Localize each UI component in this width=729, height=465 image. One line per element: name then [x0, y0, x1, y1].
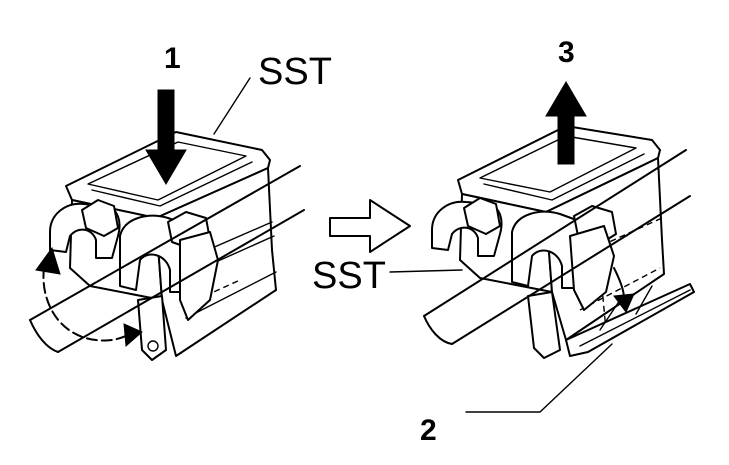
step-2-label: 2: [420, 414, 437, 447]
right-assembly-illustration: [423, 81, 695, 359]
lift-up-arrow: [545, 81, 587, 165]
step2-leader: [465, 343, 613, 413]
left-rotation-arrow: [35, 246, 143, 348]
left-shaft: [29, 165, 305, 353]
step-3-label: 3: [558, 36, 575, 69]
step-1-label: 1: [164, 42, 181, 75]
right-bearing-caps: [431, 197, 617, 359]
sst-middle-label: SST: [312, 255, 386, 297]
lever-push-arrow: [613, 267, 635, 313]
sst-middle-leader: [389, 269, 463, 273]
sst-top-leader: [213, 77, 251, 135]
left-bearing-caps: [49, 199, 219, 361]
left-assembly-illustration: [29, 89, 305, 361]
right-shaft: [423, 149, 691, 345]
release-lever: [565, 283, 695, 357]
press-down-arrow: [145, 89, 187, 185]
transition-arrow: [329, 199, 411, 253]
sst-top-label: SST: [258, 51, 332, 93]
